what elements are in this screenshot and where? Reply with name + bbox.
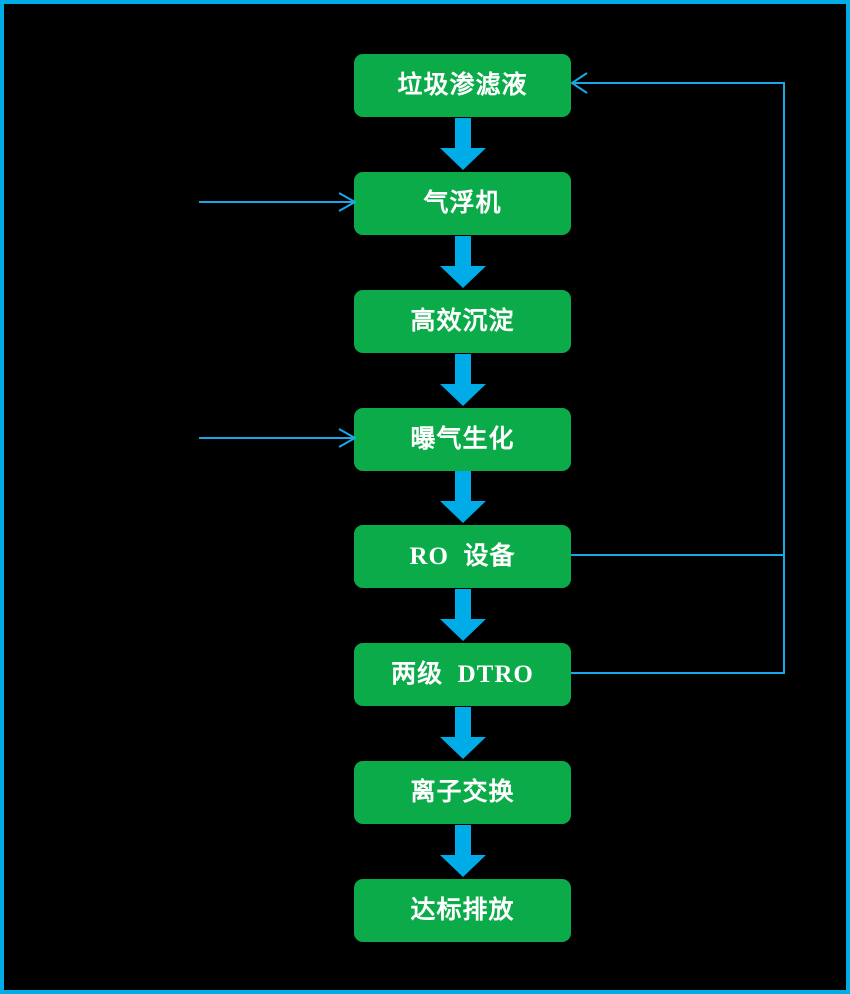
flow-arrow-down-icon (440, 354, 486, 406)
node-label: 曝气生化 (410, 426, 515, 453)
flow-arrow-down-icon (440, 825, 486, 877)
node-label: 离子交换 (410, 779, 515, 806)
node-label: 高效沉淀 (410, 308, 515, 335)
flow-arrow-down-icon (440, 707, 486, 759)
node-label: 两级 DTRO (391, 661, 534, 688)
flow-arrow-down-icon (440, 118, 486, 170)
feedback-branch-ro (571, 554, 785, 556)
node-compliant-discharge[interactable]: 达标排放 (354, 879, 571, 942)
feedback-arrow-head-icon (570, 71, 596, 95)
node-label: 达标排放 (410, 897, 515, 924)
flow-arrow-down-icon (440, 471, 486, 523)
node-ion-exchange[interactable]: 离子交换 (354, 761, 571, 824)
feedback-return (584, 82, 785, 84)
node-two-stage-dtro[interactable]: 两级 DTRO (354, 643, 571, 706)
feedback-branch-dtro (571, 672, 785, 674)
input-arrow-aeration-icon (199, 427, 356, 449)
flow-arrow-down-icon (440, 589, 486, 641)
feedback-riser (783, 82, 785, 674)
flow-arrow-down-icon (440, 236, 486, 288)
node-leachate[interactable]: 垃圾渗滤液 (354, 54, 571, 117)
node-label: RO 设备 (409, 543, 516, 570)
node-label: 气浮机 (423, 190, 502, 217)
node-ro-equipment[interactable]: RO 设备 (354, 525, 571, 588)
input-arrow-flotation-icon (199, 191, 356, 213)
node-flotation[interactable]: 气浮机 (354, 172, 571, 235)
node-aeration[interactable]: 曝气生化 (354, 408, 571, 471)
node-label: 垃圾渗滤液 (397, 72, 528, 99)
node-sedimentation[interactable]: 高效沉淀 (354, 290, 571, 353)
